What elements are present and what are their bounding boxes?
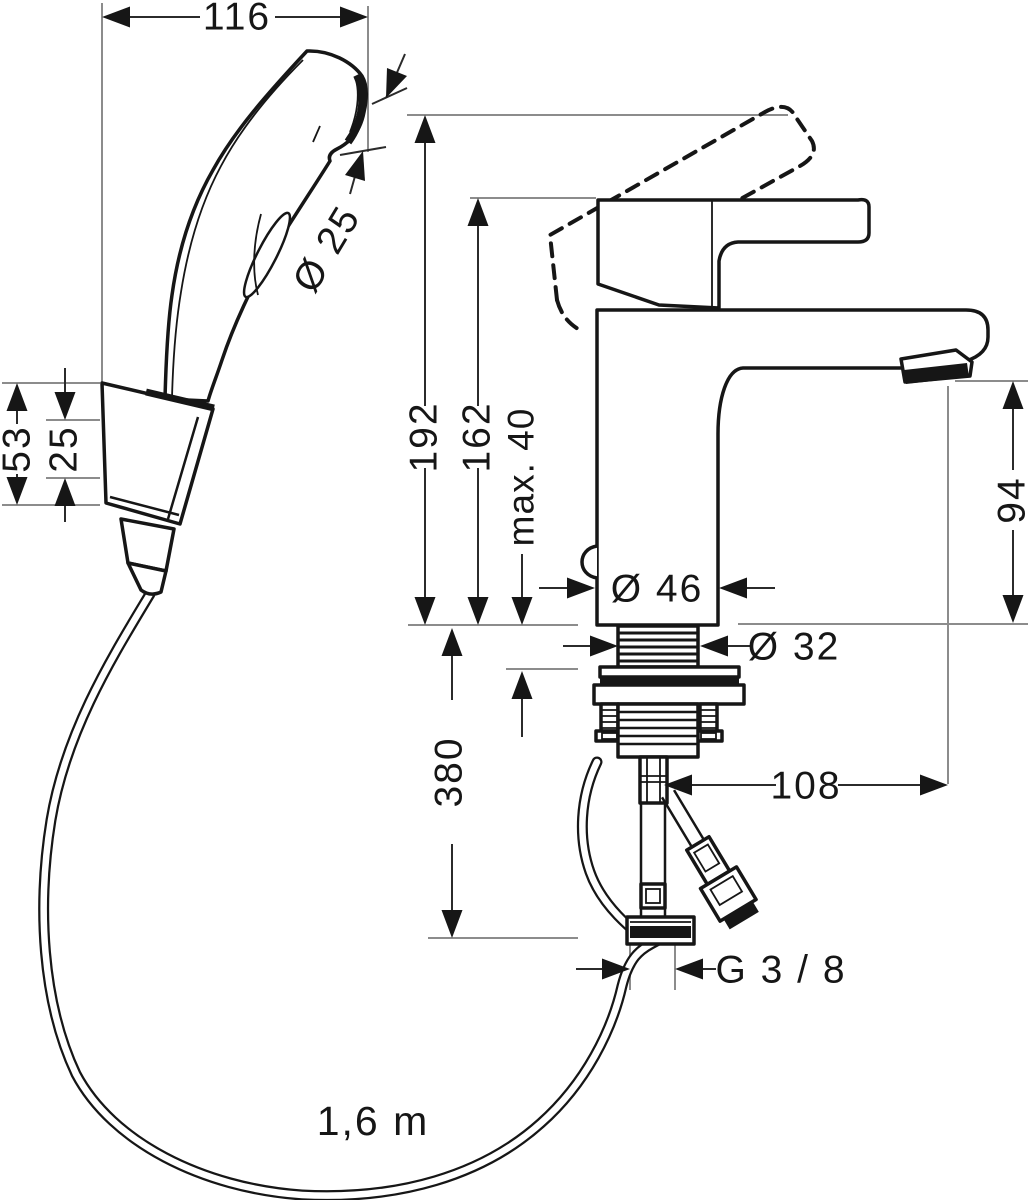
dim-label-dia46: Ø 46 — [611, 568, 704, 611]
dim-label-116: 116 — [203, 0, 271, 39]
dim-max40: max. 40 — [501, 408, 542, 737]
supply-hose-angled — [660, 789, 759, 930]
dim-dia32: Ø 32 — [563, 626, 841, 669]
dim-label-94: 94 — [991, 476, 1030, 523]
hand-shower-contour — [171, 59, 304, 399]
thread-lines — [618, 631, 698, 663]
handle-lever-raised-dashed — [547, 104, 816, 333]
outlet-connector — [638, 755, 669, 805]
dim-label-max40: max. 40 — [501, 408, 542, 547]
supply-hose-vertical — [625, 803, 696, 946]
dim-label-192: 192 — [403, 401, 446, 472]
mounting-nut — [592, 683, 746, 706]
wall-holder — [100, 381, 215, 596]
wall-holder-bottom-inner — [109, 495, 180, 517]
mounting-rod-right — [698, 702, 719, 733]
extension-lines — [2, 3, 1028, 990]
hand-shower — [163, 49, 369, 403]
dim-label-108: 108 — [770, 765, 841, 808]
dim-label-25: 25 — [43, 425, 86, 472]
dim-label-53: 53 — [0, 425, 39, 472]
rod-foot-right-inner — [700, 732, 717, 740]
dim-g38: G 3 / 8 — [576, 949, 846, 992]
faucet-body — [595, 308, 990, 627]
dim-label-162: 162 — [456, 401, 499, 472]
dim-192: 192 — [403, 115, 446, 625]
dim-53: 53 — [0, 383, 39, 505]
dim-hose-length: 1,6 m — [317, 1098, 430, 1144]
dim-label-380: 380 — [428, 736, 471, 807]
wall-holder-inner — [166, 416, 200, 520]
flange-seal — [600, 677, 739, 685]
dim-label-g38: G 3 / 8 — [715, 949, 846, 992]
mounting-assembly — [592, 624, 759, 946]
dim-25: 25 — [43, 368, 86, 522]
faucet — [580, 197, 990, 627]
faucet-handle — [596, 197, 871, 310]
dim-116: 116 — [102, 0, 368, 39]
mounting-rod-left — [599, 702, 620, 733]
dim-dia46: Ø 46 — [539, 568, 775, 611]
head-tick — [312, 125, 321, 143]
spray-trigger-edge — [253, 213, 262, 296]
dim-label-dia32: Ø 32 — [748, 626, 841, 669]
dim-label-hose-length: 1,6 m — [317, 1098, 430, 1144]
aerator-outlet — [904, 363, 969, 384]
hose-hook — [580, 544, 598, 580]
dim-162: 162 — [456, 198, 499, 625]
shank-lower-ribs — [618, 710, 698, 746]
outlet-connector-facets — [640, 757, 667, 803]
g38-nut-band — [630, 926, 691, 938]
dim-94: 94 — [991, 381, 1030, 623]
dim-108: 108 — [664, 765, 948, 808]
wall-holder-rim — [145, 388, 215, 412]
hose-connector — [126, 561, 168, 596]
mounting-flange — [598, 665, 741, 679]
dim-380: 380 — [428, 628, 471, 938]
spray-face — [344, 73, 367, 145]
